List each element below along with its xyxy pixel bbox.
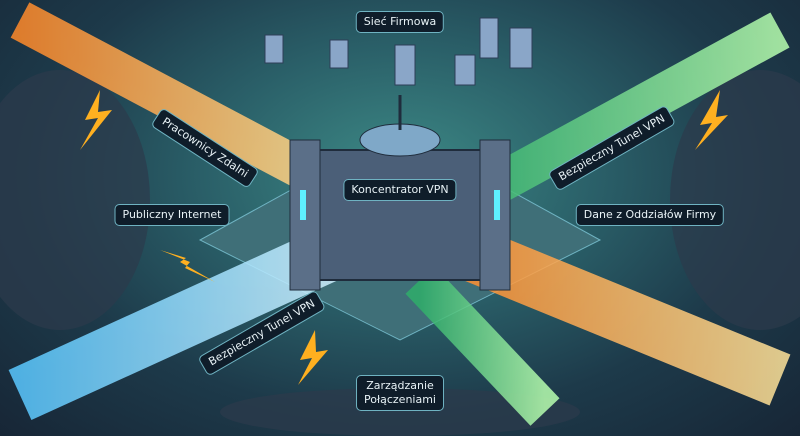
label-public-internet: Publiczny Internet <box>114 204 230 226</box>
label-connection-management-line2: Połączeniami <box>364 393 436 406</box>
storm-clouds <box>0 70 800 436</box>
lightning-bolts <box>80 90 728 385</box>
servers <box>264 17 533 86</box>
label-branch-data: Dane z Oddziałów Firmy <box>575 204 725 226</box>
label-corporate-network: Sieć Firmowa <box>355 11 445 33</box>
label-vpn-concentrator: Koncentrator VPN <box>343 179 457 201</box>
label-connection-management-line1: Zarządzanie <box>366 379 434 392</box>
vpn-concentrator-building <box>289 95 511 291</box>
label-connection-management: Zarządzanie Połączeniami <box>356 375 444 411</box>
